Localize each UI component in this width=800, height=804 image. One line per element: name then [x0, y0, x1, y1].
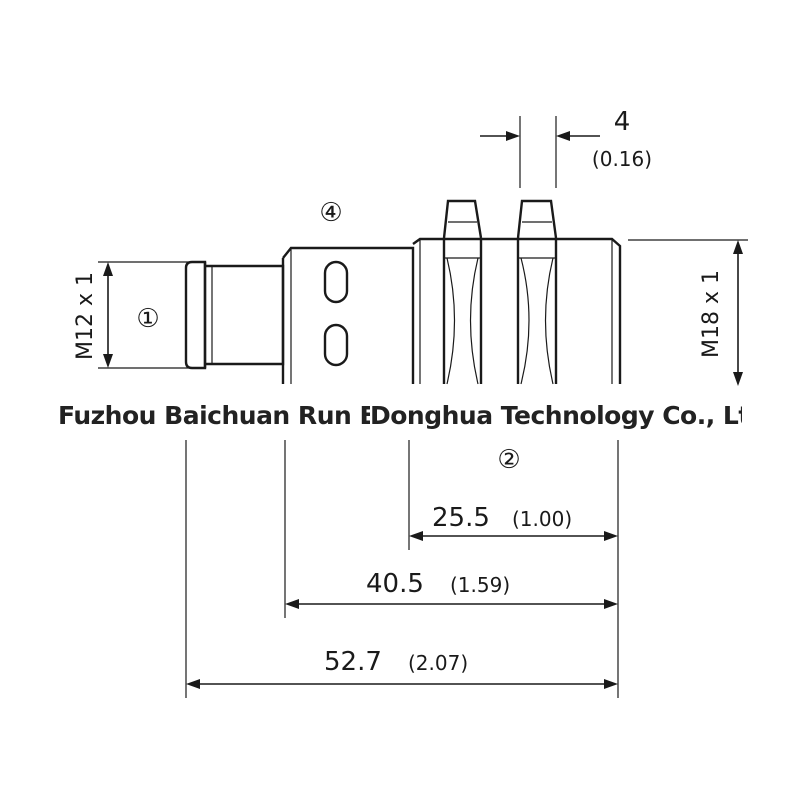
front-thread-dimension: M12 x 1 — [73, 261, 196, 369]
body-length-dimension: 40.5 (1.59) — [285, 569, 618, 609]
rear-thread-label: M18 x 1 — [699, 270, 724, 358]
total-length-inch: (2.07) — [408, 651, 468, 675]
nut-top-1 — [442, 199, 483, 239]
total-length-mm: 52.7 — [324, 647, 382, 677]
wrench-width-dimension: 4 (0.16) — [480, 107, 652, 188]
wrench-width-inch: (0.16) — [592, 147, 652, 171]
housing-length-mm: 25.5 — [432, 503, 490, 533]
connector-part — [184, 260, 285, 370]
body-length-inch: (1.59) — [450, 573, 510, 597]
front-thread-label: M12 x 1 — [73, 272, 98, 360]
housing-length-inch: (1.00) — [512, 507, 572, 531]
housing-length-dimension: 25.5 (1.00) — [409, 503, 618, 541]
watermark-right: Donghua Technology Co., Ltd. — [370, 393, 742, 439]
body-part — [281, 246, 415, 384]
rear-thread-dimension: M18 x 1 — [628, 239, 748, 386]
indicator-slot-upper — [323, 260, 349, 304]
body-length-mm: 40.5 — [366, 569, 424, 599]
callout-housing: ② — [497, 445, 520, 475]
wrench-width-mm: 4 — [614, 107, 631, 137]
total-length-dimension: 52.7 (2.07) — [186, 647, 618, 689]
indicator-slot-lower — [323, 323, 349, 367]
callout-connector: ① — [136, 304, 159, 334]
housing-part — [412, 199, 622, 385]
callout-indicator: ④ — [319, 198, 342, 228]
extension-lines — [185, 440, 619, 698]
nut-top-2 — [516, 199, 558, 239]
watermark-left: Fuzhou Baichuan Run E — [58, 393, 370, 439]
